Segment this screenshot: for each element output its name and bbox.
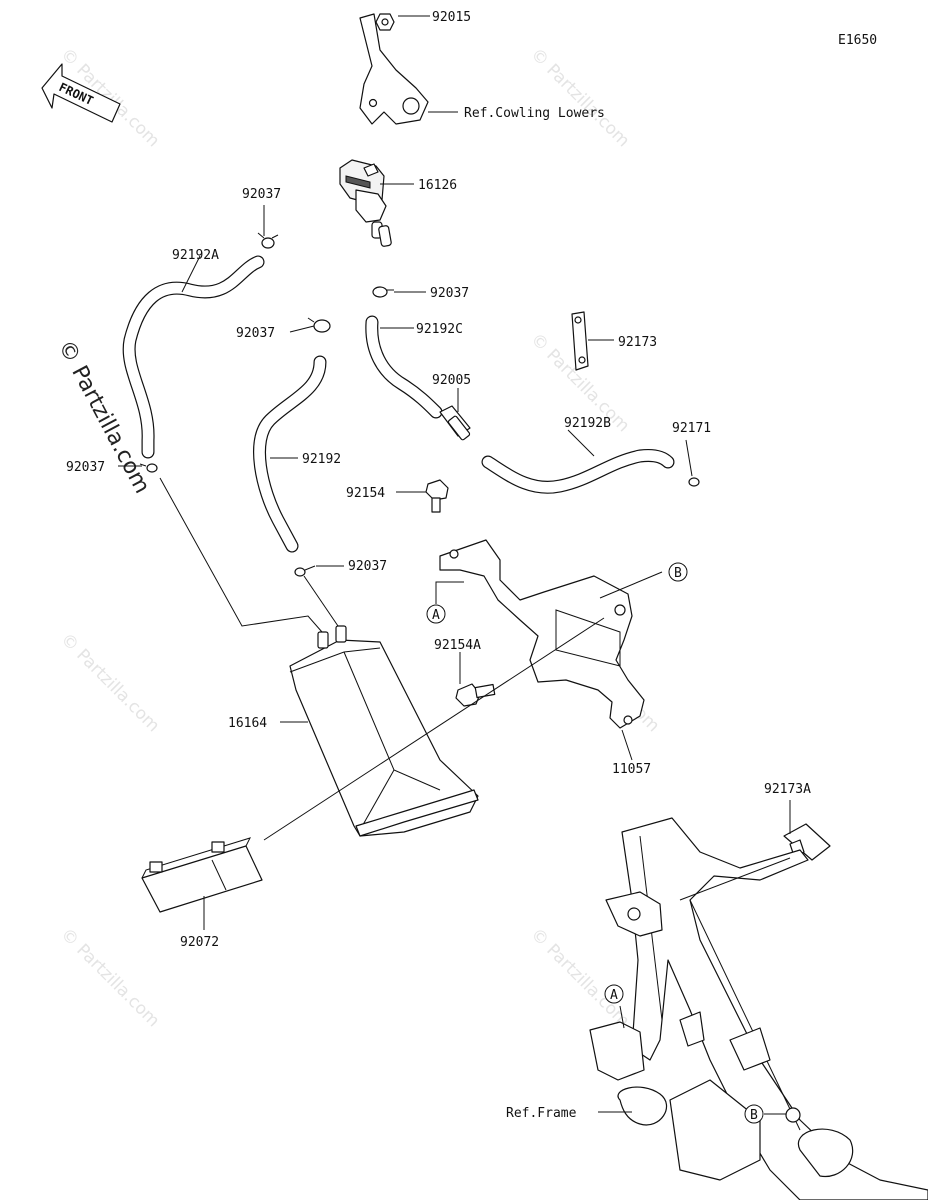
clamp-92037-left <box>307 317 331 333</box>
diagram-code: E1650 <box>838 33 877 48</box>
clamp-92037-side <box>139 463 158 473</box>
clamp-92037-top <box>257 232 279 249</box>
label-11057: 11057 <box>612 762 651 777</box>
label-16164: 16164 <box>228 716 267 731</box>
label-92171: 92171 <box>672 421 711 436</box>
hose-92192 <box>253 355 327 553</box>
label-92072: 92072 <box>180 935 219 950</box>
marker-b-lower-label: B <box>750 1108 758 1123</box>
label-92037-right: 92037 <box>430 286 469 301</box>
marker-b-upper <box>668 562 688 582</box>
label-ref-frame: Ref.Frame <box>506 1106 577 1121</box>
clamp-92037-mid <box>294 565 316 577</box>
canister-16164 <box>289 625 479 837</box>
label-92037-mid: 92037 <box>348 559 387 574</box>
hose-92192B <box>481 449 675 494</box>
bolt-92154A <box>455 683 496 707</box>
label-ref-cowling: Ref.Cowling Lowers <box>464 106 605 121</box>
marker-b-lower <box>744 1104 764 1124</box>
marker-a-lower-label: A <box>610 988 618 1003</box>
leader-lines <box>118 15 791 1115</box>
label-92037-top: 92037 <box>242 187 281 202</box>
clip-92173 <box>571 311 589 371</box>
marker-a-lower <box>604 984 624 1004</box>
part-labels: 92015 Ref.Cowling Lowers 16126 92037 921… <box>66 10 811 1121</box>
label-92154A: 92154A <box>434 638 481 653</box>
label-92192B: 92192B <box>564 416 611 431</box>
label-92173A: 92173A <box>764 782 811 797</box>
marker-a-upper-label: A <box>432 608 440 623</box>
marker-a-upper <box>426 604 446 624</box>
label-92192C: 92192C <box>416 322 463 337</box>
label-92015: 92015 <box>432 10 471 25</box>
motorcycle-frame <box>589 817 928 1200</box>
hose-92192A <box>122 255 265 459</box>
label-92005: 92005 <box>432 373 471 388</box>
watermark-6: © Partzilla.com <box>56 924 163 1031</box>
clip-92171 <box>688 477 700 487</box>
label-92192A: 92192A <box>172 248 219 263</box>
bracket-11057 <box>439 539 645 729</box>
cowling-bracket <box>359 13 429 125</box>
pad-92072 <box>141 837 263 913</box>
reference-markers: A B A B <box>426 562 764 1124</box>
watermark-4: © Partzilla.com <box>56 629 163 736</box>
label-92154: 92154 <box>346 486 385 501</box>
label-92192: 92192 <box>302 452 341 467</box>
label-92173: 92173 <box>618 335 657 350</box>
label-92037-left: 92037 <box>236 326 275 341</box>
bolt-92154 <box>425 479 449 513</box>
clamp-92037-right <box>372 286 394 298</box>
label-16126: 16126 <box>418 178 457 193</box>
hose-92192C <box>365 315 443 419</box>
marker-b-upper-label: B <box>674 566 682 581</box>
label-92037-side: 92037 <box>66 460 105 475</box>
watermark-7: © Partzilla.com <box>526 924 633 1031</box>
solenoid-valve <box>339 159 392 247</box>
watermark-2: © Partzilla.com <box>526 44 633 151</box>
joint-92005 <box>439 405 471 441</box>
